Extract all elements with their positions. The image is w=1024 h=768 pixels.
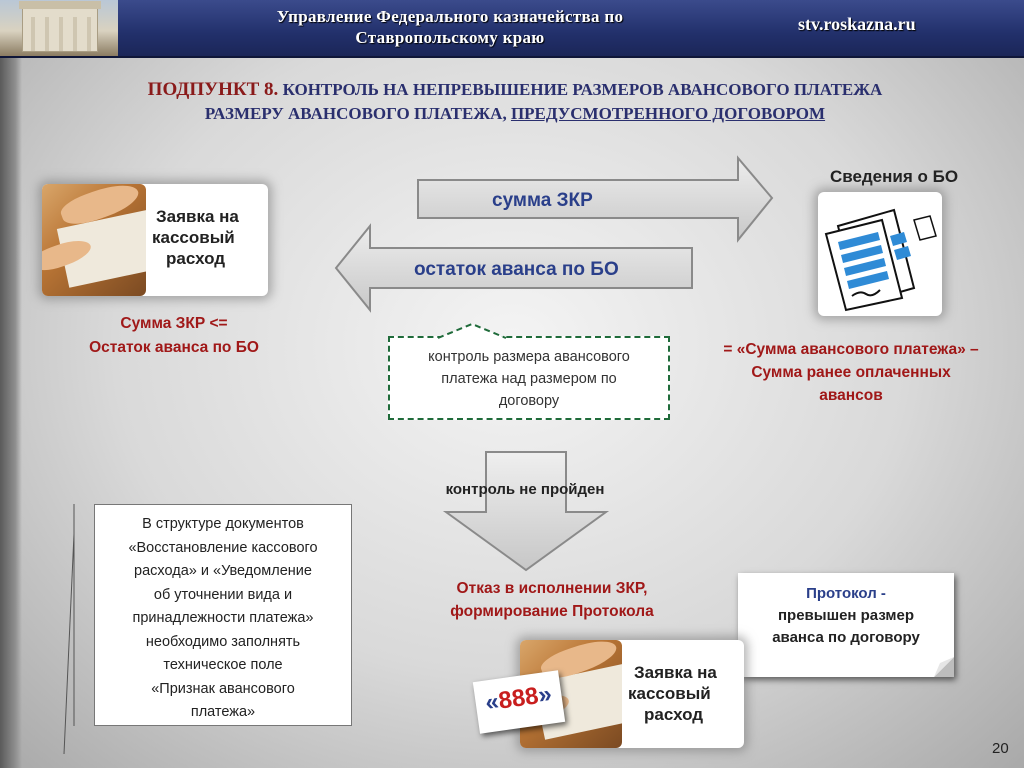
left-condition-line1: Сумма ЗКР <= — [120, 315, 228, 332]
left-card-line3: расход — [166, 249, 226, 268]
arrows-graphic — [334, 155, 774, 313]
code-888-text: «888» — [474, 679, 563, 719]
note-line: В структуре документов — [142, 516, 304, 532]
note-line: необходимо заполнять — [145, 633, 301, 650]
arrow-down-label: контроль не пройден — [445, 481, 605, 498]
bottom-card-line2: кассовый — [628, 684, 711, 703]
header-org-line1: Управление Федерального казначейства по — [276, 7, 624, 26]
left-condition-line2: Остаток аванса по БО — [89, 339, 259, 356]
arrow-down-shape — [442, 451, 610, 572]
header-org-title: Управление Федерального казначейства по … — [170, 6, 730, 48]
protocol-line1: Протокол - — [806, 585, 886, 602]
title-part2: РАЗМЕРУ АВАНСОВОГО ПЛАТЕЖА, — [204, 104, 511, 123]
arrow-down-graphic — [442, 451, 610, 572]
title-part3: ПРЕДУСМОТРЕННОГО ДОГОВОРОМ — [510, 104, 826, 123]
building-icon — [19, 1, 101, 52]
bottom-card-line1: Заявка на — [634, 663, 717, 682]
control-box-text: контроль размера авансового платежа над … — [390, 346, 668, 412]
control-line2: платежа над размером по — [441, 371, 617, 387]
bottom-request-card: Заявка на кассовый расход — [520, 640, 744, 748]
header-org-line2: Ставропольскому краю — [355, 28, 545, 47]
title-lead: ПОДПУНКТ 8. — [147, 79, 279, 100]
note-line: принадлежности платежа» — [132, 610, 314, 626]
right-heading: Сведения о БО — [829, 167, 959, 186]
header-url[interactable]: stv.roskazna.ru — [798, 14, 916, 34]
bottom-card-line3: расход — [644, 705, 704, 724]
note-box: В структуре документов «Восстановление к… — [94, 504, 352, 726]
left-card-line2: кассовый — [152, 228, 235, 247]
right-formula-line1: = «Сумма авансового платежа» – — [723, 341, 979, 358]
right-formula: = «Сумма авансового платежа» – Сумма ран… — [696, 338, 1006, 407]
arrow-left-label: остаток аванса по БО — [414, 259, 619, 280]
left-request-card: Заявка на кассовый расход — [42, 184, 268, 296]
control-line3: договору — [498, 393, 560, 409]
left-card-text: Заявка на кассовый расход — [152, 206, 262, 269]
refusal-text: Отказ в исполнении ЗКР, формирование Про… — [420, 577, 684, 623]
protocol-line2: превышен размер — [777, 607, 915, 624]
document-photo-icon — [42, 184, 146, 296]
slide-title: ПОДПУНКТ 8. КОНТРОЛЬ НА НЕПРЕВЫШЕНИЕ РАЗ… — [40, 78, 990, 126]
bottom-card-text: Заявка на кассовый расход — [628, 662, 744, 725]
documents-icon — [824, 208, 937, 312]
right-formula-line2: Сумма ранее оплаченных — [751, 364, 951, 381]
left-card-line1: Заявка на — [156, 207, 239, 226]
arrow-right-shape — [417, 155, 774, 243]
note-line: техническое поле — [163, 657, 283, 673]
protocol-box: Протокол - превышен размер аванса по дог… — [738, 573, 954, 677]
header-bar: Управление Федерального казначейства по … — [0, 0, 1024, 58]
note-side-lines — [63, 504, 75, 755]
left-edge-decoration — [0, 56, 22, 768]
note-line: «Признак авансового — [151, 680, 295, 697]
left-condition: Сумма ЗКР <= Остаток аванса по БО — [44, 312, 304, 360]
note-line: платежа» — [190, 704, 256, 720]
refusal-line2: формирование Протокола — [450, 603, 654, 620]
control-box: контроль размера авансового платежа над … — [388, 336, 670, 420]
note-line: «Восстановление кассового — [128, 539, 318, 556]
note-text: В структуре документов «Восстановление к… — [101, 513, 345, 725]
protocol-page-curl — [934, 657, 954, 677]
code-value: 888 — [496, 682, 541, 715]
code-close-quote: » — [536, 680, 554, 710]
control-line1: контроль размера авансового — [428, 349, 630, 365]
note-line: расхода» и «Уведомление — [134, 563, 312, 579]
arrow-right-label: сумма ЗКР — [492, 190, 593, 211]
building-photo — [0, 0, 118, 56]
note-line: об уточнении вида и — [153, 586, 293, 603]
right-formula-line3: авансов — [819, 387, 883, 404]
page-number: 20 — [992, 740, 1009, 757]
refusal-line1: Отказ в исполнении ЗКР, — [456, 580, 648, 597]
arrow-left-shape — [334, 223, 693, 313]
bo-documents-card — [818, 192, 942, 316]
title-part1: КОНТРОЛЬ НА НЕПРЕВЫШЕНИЕ РАЗМЕРОВ АВАНСО… — [278, 80, 883, 99]
protocol-line3: аванса по договору — [772, 629, 920, 646]
control-box-notch — [437, 322, 507, 339]
protocol-text: Протокол - превышен размер аванса по дог… — [738, 583, 954, 649]
